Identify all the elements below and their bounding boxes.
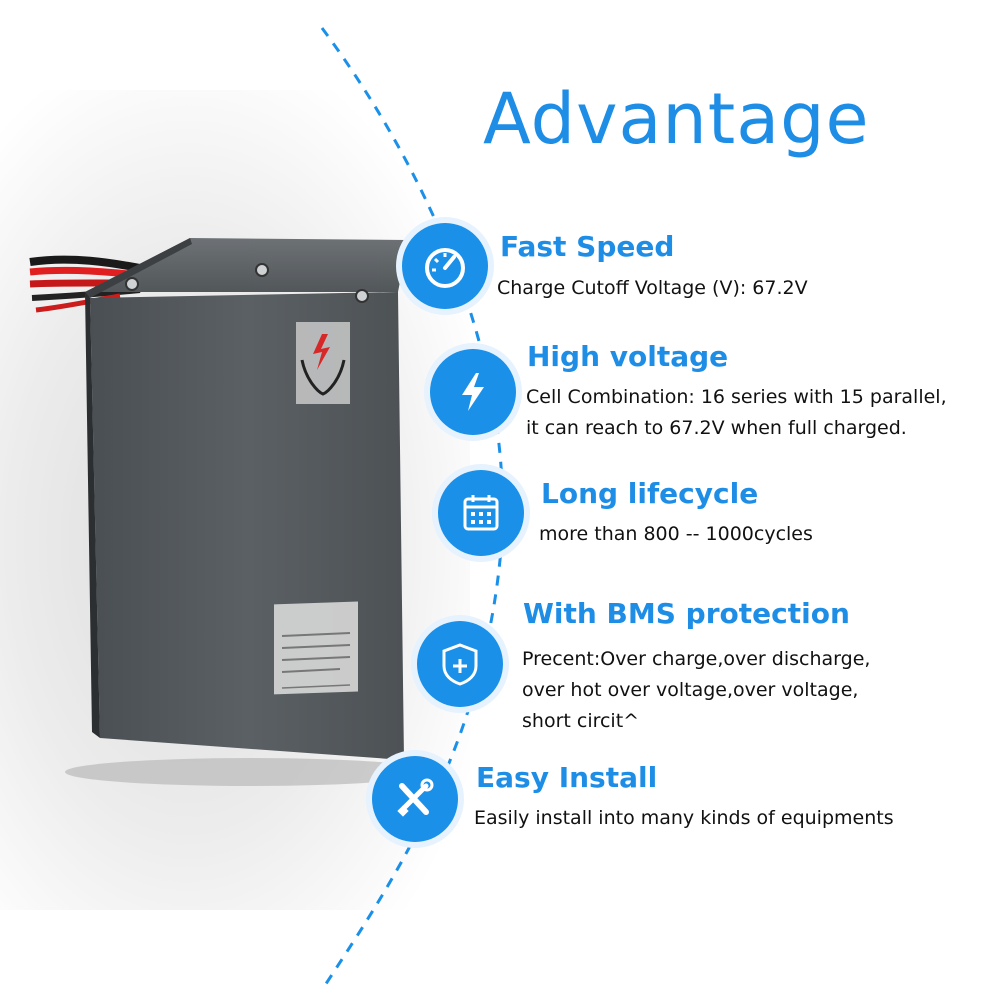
feature-desc-long-lifecycle: more than 800 -- 1000cycles <box>539 519 813 550</box>
lightning-icon <box>430 349 516 435</box>
feature-desc-fast-speed: Charge Cutoff Voltage (V): 67.2V <box>497 273 808 304</box>
feature-desc-line: Precent:Over charge,over discharge, <box>522 648 871 670</box>
feature-desc-line: Charge Cutoff Voltage (V): 67.2V <box>497 277 808 299</box>
feature-title-bms-protection: With BMS protection <box>523 597 850 630</box>
feature-title-fast-speed: Fast Speed <box>500 230 675 263</box>
feature-title-high-voltage: High voltage <box>527 340 729 373</box>
calendar-icon <box>438 470 524 556</box>
spec-label-sticker <box>274 601 358 695</box>
feature-desc-line: over hot over voltage,over voltage, <box>522 679 859 701</box>
feature-desc-line: short circit^ <box>522 710 640 732</box>
tools-icon <box>372 756 458 842</box>
feature-desc-line: it can reach to 67.2V when full charged. <box>526 417 907 439</box>
feature-title-easy-install: Easy Install <box>476 761 658 794</box>
feature-desc-high-voltage: Cell Combination: 16 series with 15 para… <box>526 382 947 444</box>
brand-logo-sticker <box>296 322 350 404</box>
feature-desc-easy-install: Easily install into many kinds of equipm… <box>474 803 894 834</box>
feature-desc-line: more than 800 -- 1000cycles <box>539 523 813 545</box>
shield-plus-icon <box>417 621 503 707</box>
feature-desc-bms-protection: Precent:Over charge,over discharge, over… <box>522 644 870 737</box>
page-title: Advantage <box>483 78 870 160</box>
speedometer-icon <box>402 223 488 309</box>
feature-title-long-lifecycle: Long lifecycle <box>541 477 759 510</box>
feature-desc-line: Easily install into many kinds of equipm… <box>474 807 894 829</box>
feature-desc-line: Cell Combination: 16 series with 15 para… <box>526 386 947 408</box>
